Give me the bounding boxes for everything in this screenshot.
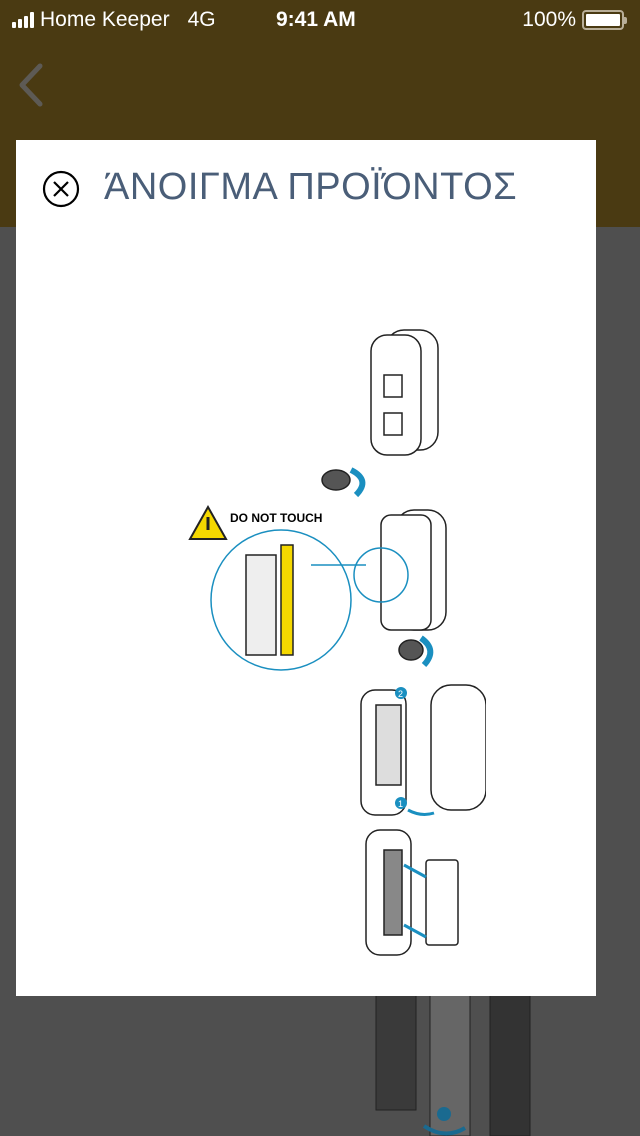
modal-title: ΆΝΟΙΓΜΑ ΠΡΟΪΌΝΤΟΣ: [104, 166, 518, 208]
step-number: 1: [398, 799, 403, 809]
circle-x-icon[interactable]: [42, 170, 80, 208]
clock: 9:41 AM: [276, 8, 356, 31]
background-illustration: [375, 990, 531, 1136]
warning-label: DO NOT TOUCH: [230, 511, 322, 525]
carrier: Home Keeper: [40, 8, 170, 31]
battery-percent: 100%: [522, 8, 576, 31]
step-warning-illustration: [188, 504, 447, 671]
opening-instructions-illustration: DO NOT TOUCH 2 1: [188, 329, 486, 956]
step-unscrew-illustration: [321, 329, 439, 498]
network: 4G: [187, 8, 216, 31]
step-number: 2: [398, 689, 403, 699]
chevron-left-icon[interactable]: [14, 60, 54, 110]
step-separate-illustration: [360, 684, 486, 816]
product-opening-modal: ΆΝΟΙΓΜΑ ΠΡΟΪΌΝΤΟΣ DO NOT TOUCH: [16, 140, 596, 996]
step-remove-module-illustration: [365, 829, 459, 956]
signal-icon: [12, 12, 34, 28]
battery-icon: [582, 10, 627, 30]
status-bar: Home Keeper 4G 9:41 AM 100%: [0, 0, 640, 40]
